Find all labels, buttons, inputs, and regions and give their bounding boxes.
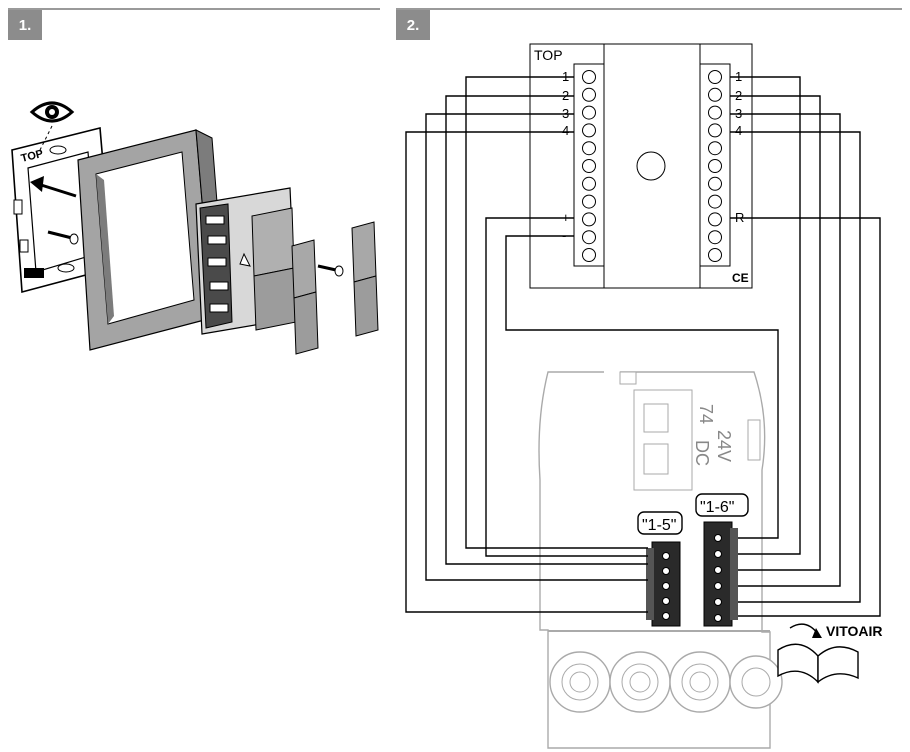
terminal-screw — [708, 248, 722, 262]
wire-left-minus — [505, 235, 779, 539]
eye-icon — [29, 101, 75, 123]
left-terminal-label: 4 — [562, 123, 569, 138]
terminal-screw — [708, 141, 722, 156]
wire-right-1 — [730, 76, 801, 555]
wire-right-3 — [730, 113, 841, 587]
terminal-screw — [582, 141, 596, 156]
screw-icon — [47, 230, 79, 245]
panel-1-rule — [8, 8, 380, 10]
panel-2-rule — [396, 8, 902, 10]
wire-left-2 — [445, 95, 648, 565]
connector-pin — [714, 582, 722, 590]
connector-b-tag — [695, 493, 749, 517]
terminal-screw — [582, 176, 596, 191]
top-mark: TOP — [20, 148, 45, 165]
terminal-screw — [582, 212, 596, 227]
terminal-screw — [582, 194, 596, 209]
terminal-screw — [582, 159, 596, 173]
voltage-label-24v: 24V — [714, 430, 734, 462]
left-terminal-strip — [582, 70, 596, 262]
brand-label: VITOAIR — [826, 623, 883, 639]
connector-pin — [714, 534, 722, 542]
wire-left-3 — [425, 113, 648, 581]
connector-b-label: "1-6" — [700, 499, 734, 516]
book-icon — [777, 623, 859, 684]
terminal-screw — [582, 230, 596, 245]
connector-pin — [714, 598, 722, 606]
terminal-screw — [708, 194, 722, 209]
terminal-screw — [708, 212, 722, 227]
terminal-screw — [708, 176, 722, 191]
cable-gland — [729, 655, 783, 709]
screw-icon — [317, 264, 344, 277]
terminal-screw — [708, 230, 722, 245]
cable-gland — [669, 651, 731, 713]
connector-pin — [714, 550, 722, 558]
voltage-label-74: 74 — [696, 404, 716, 424]
connector-pin — [662, 597, 670, 605]
wire-left-1 — [465, 76, 648, 549]
terminal-screw — [708, 105, 722, 120]
wire-left-4 — [405, 131, 648, 613]
connector-pin — [662, 567, 670, 575]
vitoair-unit — [538, 371, 783, 749]
terminal-screw — [582, 70, 596, 84]
arrow-icon — [30, 176, 77, 198]
terminal-screw — [582, 87, 596, 102]
voltage-label-dc: DC — [692, 440, 712, 466]
connector-pin — [714, 614, 722, 622]
rocker-button — [291, 239, 319, 355]
connector-pin — [714, 566, 722, 574]
terminal-screw — [708, 123, 722, 138]
right-terminal-strip — [708, 70, 722, 262]
connector-pin — [662, 552, 670, 560]
wire-right-4 — [730, 131, 861, 603]
wire-right-r — [730, 217, 881, 617]
connector-a-label: "1-5" — [642, 517, 676, 534]
connector-a-tag — [637, 511, 683, 535]
ce-mark: CE — [732, 271, 749, 285]
module-top-label: TOP — [534, 47, 563, 63]
step-badge-2: 2. — [396, 10, 430, 40]
rocker-button — [351, 221, 379, 337]
center-knob — [636, 151, 666, 181]
wire-left-plus — [485, 217, 648, 557]
connector-pin — [662, 582, 670, 590]
terminal-screw — [708, 70, 722, 84]
assembly-illustration: TOP — [11, 101, 379, 355]
connector-pins — [662, 534, 722, 622]
right-terminal-label: 4 — [735, 123, 742, 138]
terminal-screw — [708, 87, 722, 102]
wiring — [405, 76, 881, 617]
terminal-screw — [582, 248, 596, 262]
cable-gland — [609, 651, 671, 713]
terminal-screw — [582, 105, 596, 120]
connector-pin — [662, 612, 670, 620]
terminal-screw — [582, 123, 596, 138]
terminal-screw — [708, 159, 722, 173]
rocker-button — [251, 207, 297, 331]
step-badge-1: 1. — [8, 10, 42, 40]
wire-right-2 — [730, 95, 821, 571]
cable-gland — [549, 651, 611, 713]
